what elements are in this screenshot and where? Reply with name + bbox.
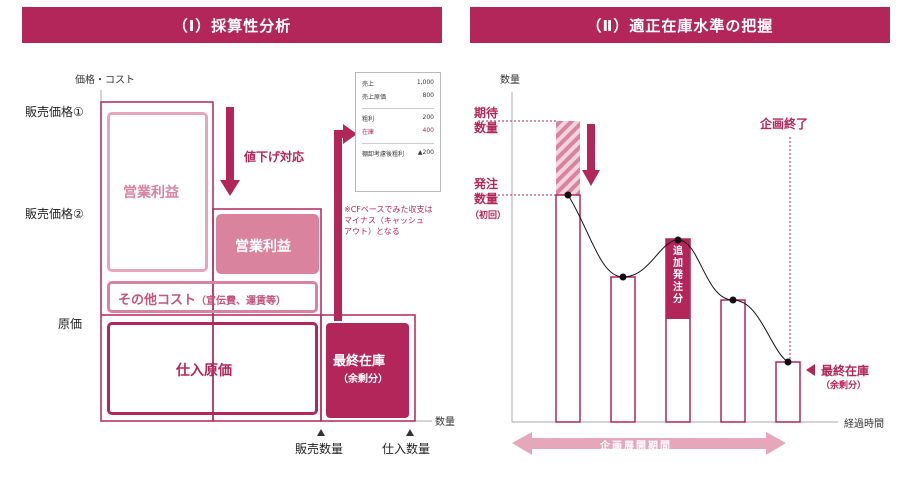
order-qty-note: （初回） xyxy=(470,211,507,221)
other-cost-box xyxy=(107,281,318,313)
right-y-axis-label: 数量 xyxy=(500,75,520,86)
other-cost-label: その他コスト（宣伝費、運賃等） xyxy=(118,289,286,308)
right-title-banner: （Ⅱ）適正在庫水準の把握 xyxy=(470,7,890,43)
additional-order-label: 追 加 発 注 分 xyxy=(673,246,683,305)
plan-period-label: 企画展開期間 xyxy=(600,441,672,452)
purchase-cost-label: 仕入原価 xyxy=(176,363,232,379)
order-qty-label: 発注数量 xyxy=(474,177,499,206)
other-cost-text: その他コスト xyxy=(118,293,197,308)
left-title: （Ⅰ）採算性分析 xyxy=(172,16,292,35)
cf-note-line-2: マイナス（キャッシュ xyxy=(344,216,424,225)
right-x-axis-label: 経過時間 xyxy=(844,419,884,430)
op-profit-box-2 xyxy=(216,214,319,274)
cf-note-line-1: ※CFベースでみた収支は xyxy=(344,205,433,214)
op-profit-label-1: 営業利益 xyxy=(123,185,179,201)
purchase-qty-label: 仕入数量 xyxy=(382,442,431,456)
op-profit-label-2: 営業利益 xyxy=(235,239,291,255)
plan-end-label: 企画終了 xyxy=(760,117,809,131)
markdown-label: 値下げ対応 xyxy=(244,150,305,164)
op-profit-box-1 xyxy=(107,112,208,272)
cf-note-line-3: アウト）となる xyxy=(344,227,400,236)
other-cost-note: （宣伝費、運賃等） xyxy=(196,296,287,307)
left-y-axis-label: 価格・コスト xyxy=(75,75,135,86)
sales-qty-label: 販売数量 xyxy=(295,442,344,456)
cost-label: 原価 xyxy=(58,317,83,331)
left-title-banner: （Ⅰ）採算性分析 xyxy=(22,7,442,43)
expected-qty-label: 期待数量 xyxy=(474,106,499,135)
cf-note: ※CFベースでみた収支は マイナス（キャッシュ アウト）となる xyxy=(344,204,433,237)
final-stock-label-right: 最終在庫 xyxy=(821,364,870,378)
left-x-axis-label: 数量 xyxy=(435,417,455,428)
price2-label: 販売価格② xyxy=(25,207,84,221)
price1-label: 販売価格① xyxy=(25,105,84,119)
receipt-row-adjusted: 棚卸考慮後粗利▲200 xyxy=(362,149,434,158)
final-stock-note-left: （余剰分） xyxy=(338,374,388,385)
final-stock-label-left: 最終在庫 xyxy=(333,354,386,369)
final-stock-note-right: （余剰分） xyxy=(821,381,867,391)
right-title: （Ⅱ）適正在庫水準の把握 xyxy=(586,16,774,35)
purchase-cost-box xyxy=(107,322,318,415)
final-stock-box-left xyxy=(326,323,409,418)
